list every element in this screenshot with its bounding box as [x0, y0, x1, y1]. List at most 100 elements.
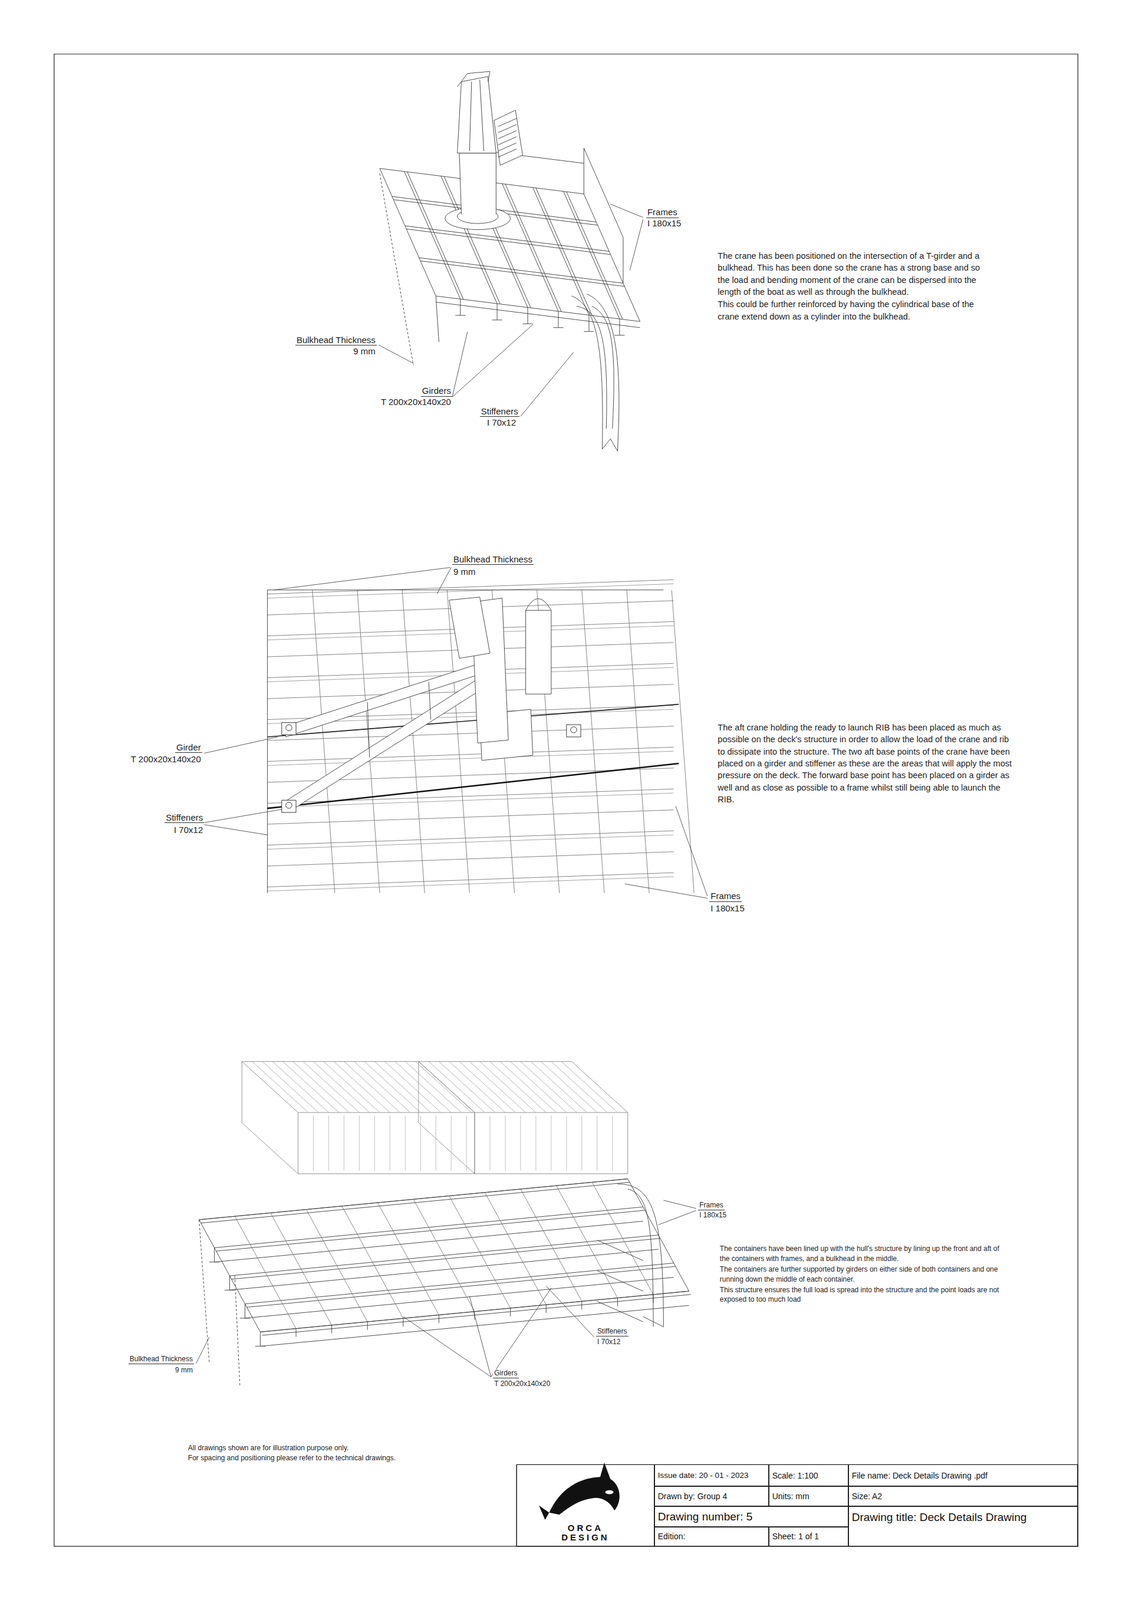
section-size: I 180x15: [709, 903, 746, 914]
girder-flange: [583, 331, 594, 332]
container-rib: [535, 1115, 536, 1171]
stiffener-line: [520, 1189, 582, 1302]
member-callout: Bulkhead Thickness: [128, 1355, 194, 1365]
title-block-text: Units: mm: [772, 1491, 810, 1502]
crane-winch: [498, 118, 517, 127]
sheet-border: [54, 54, 1078, 1547]
leader-line: [203, 736, 278, 754]
hull-line: [627, 1189, 654, 1328]
leader-line: [520, 351, 574, 417]
stiffener-line: [267, 810, 674, 825]
crane-base-point: [281, 722, 296, 736]
member-callout: Girder: [175, 742, 203, 753]
note-paragraph: The containers are further supported by …: [718, 1264, 1009, 1285]
stiffener-line: [591, 1182, 654, 1295]
container-rib: [504, 1115, 506, 1171]
leader-line: [203, 824, 268, 835]
section-size: I 70x12: [596, 1338, 622, 1347]
container-rib: [611, 1115, 613, 1171]
leader-line: [629, 219, 644, 271]
title-block-text: Sheet: 1 of 1: [772, 1531, 819, 1542]
dimension: 9 mm: [351, 346, 377, 357]
container-outline: [241, 1061, 298, 1174]
title-block-cell: Drawing number: 5: [654, 1506, 849, 1528]
crane-winch: [498, 149, 517, 158]
hull-line: [643, 1316, 664, 1327]
container-rib: [374, 1115, 375, 1171]
crane-cylinder: [525, 598, 552, 611]
girder-flange: [491, 319, 502, 321]
frame-line: [406, 228, 611, 255]
container-rib: [530, 1061, 587, 1114]
container-rib: [510, 1061, 567, 1114]
container-rib: [364, 1061, 421, 1114]
container-rib: [520, 1061, 577, 1114]
stiffener-line: [295, 1328, 297, 1338]
leader-line: [663, 1200, 696, 1209]
deck-outline: [267, 590, 268, 894]
container-rib: [374, 1061, 431, 1114]
orca-eye-patch: [605, 1490, 614, 1495]
frame-plate: [481, 150, 584, 182]
section-size: I 70x12: [485, 417, 518, 428]
note-paragraph: This structure ensures the full load is …: [718, 1285, 1009, 1306]
leader-line: [658, 1210, 697, 1225]
girder-web: [527, 307, 529, 325]
container-rib: [359, 1115, 360, 1171]
container-rib: [262, 1061, 319, 1114]
note-paragraph: This could be further reinforced by havi…: [716, 298, 987, 323]
girder-line: [535, 188, 592, 316]
crane-column: [459, 153, 496, 215]
girder-web: [229, 1275, 230, 1291]
container-rib: [354, 1061, 411, 1114]
container-rib: [395, 1061, 452, 1114]
container-rib: [466, 1115, 467, 1171]
container-rib: [520, 1115, 521, 1171]
container-rib: [479, 1061, 536, 1114]
deck-outline: [267, 589, 664, 591]
stiffener-line: [581, 1301, 582, 1310]
container-rib: [389, 1115, 391, 1171]
container-rib: [469, 1061, 526, 1114]
crane-winch: [494, 110, 523, 166]
section-size: T 200x20x140x20: [492, 1380, 552, 1389]
crane-base-point: [281, 800, 296, 813]
girder-web: [619, 318, 620, 336]
girder-flange: [614, 334, 625, 336]
container-outline: [418, 1061, 628, 1114]
leader-line: [491, 1288, 552, 1378]
container-rib: [313, 1061, 370, 1114]
section-size: T 200x20x140x20: [379, 396, 453, 407]
stiffener-line: [305, 1209, 368, 1322]
stiffener-line: [267, 747, 674, 762]
girder-flange: [455, 314, 466, 316]
disclaimer-note: For spacing and positioning please refer…: [186, 1454, 397, 1463]
container-rib: [596, 1115, 598, 1171]
container-rib: [561, 1061, 618, 1114]
leader-line: [436, 567, 452, 595]
note-paragraph: The aft crane holding the ready to launc…: [716, 721, 1018, 806]
dimension: 9 mm: [452, 566, 477, 577]
leader-line: [452, 324, 533, 398]
container-rib: [415, 1061, 472, 1114]
orca-logo: [538, 1462, 620, 1520]
container-rib: [428, 1061, 485, 1114]
girder-web: [588, 315, 589, 332]
stiffener-line: [267, 830, 674, 845]
member-callout: Frames: [709, 890, 742, 902]
container-rib: [323, 1061, 380, 1114]
member-callout: Bulkhead Thickness: [452, 554, 534, 565]
title-block-cell: File name: Deck Details Drawing .pdf: [848, 1464, 1079, 1486]
girder-flange: [553, 327, 564, 328]
girder-line: [404, 171, 461, 299]
container-rib: [313, 1115, 314, 1171]
note-paragraph: The containers have been lined up with t…: [718, 1244, 1009, 1265]
frame-line: [312, 590, 335, 894]
girder-flange: [239, 1317, 250, 1319]
container-rib: [343, 1115, 345, 1171]
bulkhead-edge: [379, 173, 414, 365]
girder-line: [407, 172, 464, 300]
hull-line: [576, 305, 614, 429]
leader-line: [273, 567, 451, 591]
stiffener-line: [509, 1308, 511, 1317]
